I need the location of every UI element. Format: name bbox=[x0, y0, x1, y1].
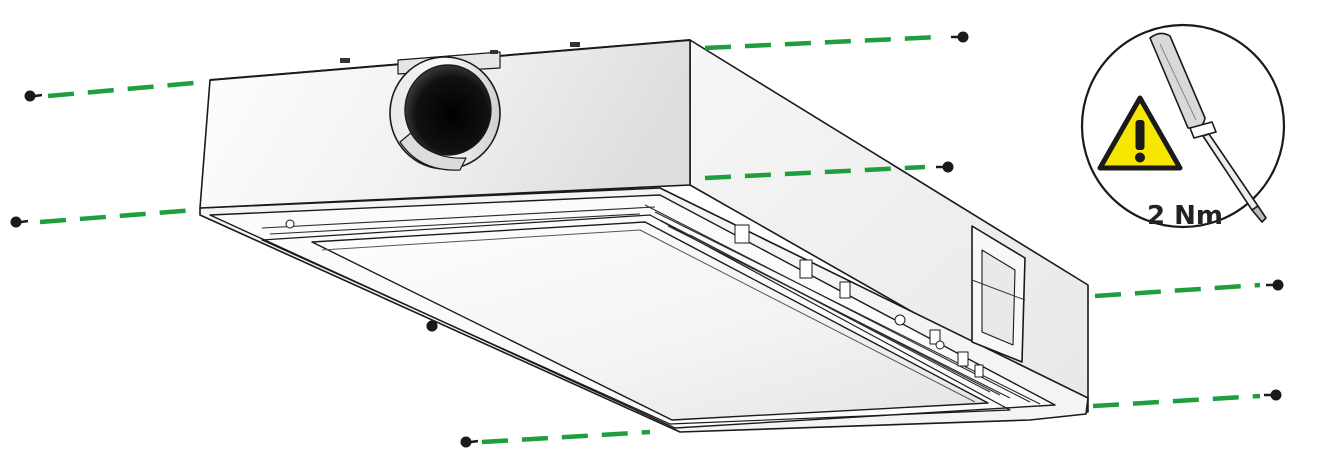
screw-icon bbox=[951, 31, 969, 43]
guide-line-side-lower bbox=[1092, 393, 1261, 409]
torque-callout: 2 Nm bbox=[1080, 23, 1286, 231]
top-mounting-tabs bbox=[340, 42, 580, 63]
guide-line-top-left bbox=[47, 79, 206, 99]
ventilation-unit-housing bbox=[199, 39, 1089, 433]
screw-icon bbox=[1264, 389, 1282, 401]
access-panel bbox=[311, 221, 989, 421]
guide-line-mid-left bbox=[39, 207, 197, 225]
screw-icon bbox=[426, 320, 438, 332]
torque-value-label: 2 Nm bbox=[1147, 201, 1223, 231]
access-panel-edge bbox=[321, 229, 976, 403]
bottom-frame-lip bbox=[261, 214, 1011, 425]
screws bbox=[10, 31, 1284, 448]
screw-guide-lines bbox=[39, 34, 1261, 445]
screw-icon bbox=[1266, 279, 1284, 291]
callout-circle bbox=[1080, 23, 1286, 229]
guide-line-mid-right bbox=[704, 164, 926, 181]
screw-icon bbox=[936, 161, 954, 173]
guide-line-top-right bbox=[704, 34, 941, 51]
guide-line-bottom bbox=[481, 429, 651, 445]
guide-line-side-upper bbox=[1094, 282, 1261, 299]
side-connection-inner bbox=[981, 249, 1016, 346]
warning-triangle-icon bbox=[1097, 95, 1183, 171]
duct-connector bbox=[389, 56, 501, 171]
screw-icon bbox=[10, 216, 29, 228]
screw-icon bbox=[460, 436, 479, 448]
screwdriver-icon bbox=[1149, 32, 1267, 223]
frame-rails bbox=[261, 204, 1041, 405]
screw-icon bbox=[24, 90, 43, 102]
